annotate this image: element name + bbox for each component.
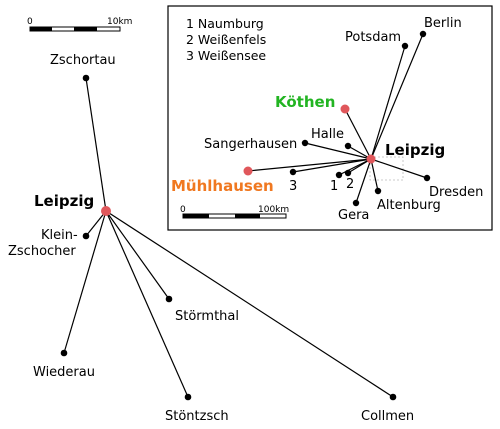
inset-leipzig-label: Leipzig (385, 141, 445, 159)
stoermthal-marker (165, 295, 173, 303)
main-leipzig-marker (101, 206, 111, 216)
potsdam-marker (401, 42, 409, 50)
label-stoermthal: Störmthal (175, 309, 239, 324)
line-zschortau (85, 77, 107, 212)
label-potsdam: Potsdam (345, 30, 401, 45)
inset-line-gera (355, 158, 372, 204)
label-klein-zschocher-2: Zschocher (8, 244, 76, 259)
inset-scale-bar: 0 100km (180, 205, 289, 219)
inset-line-muehlhausen (247, 158, 372, 172)
wiederau-marker (60, 349, 68, 357)
legend-item-1: 1 Naumburg (186, 16, 264, 31)
koethen-marker (340, 104, 350, 114)
label-weissensee-num: 3 (289, 179, 297, 194)
inset-zoom-box (369, 156, 404, 181)
inset-connections (247, 33, 428, 204)
main-map: 0 10km Zschortau Klein- Zschocher Störmt… (8, 17, 414, 424)
label-berlin: Berlin (424, 16, 462, 31)
label-stoentzsch: Stöntzsch (165, 409, 229, 424)
label-sangerhausen: Sangerhausen (204, 137, 297, 152)
inset-line-koethen (344, 108, 372, 160)
label-dresden: Dresden (429, 185, 483, 200)
inset-scale-start: 0 (180, 205, 186, 215)
inset-legend: 1 Naumburg 2 Weißenfels 3 Weißensee (186, 16, 266, 63)
inset-map: 1 Naumburg 2 Weißenfels 3 Weißensee (167, 5, 493, 231)
label-gera: Gera (338, 208, 369, 223)
inset-line-dresden (370, 158, 428, 179)
label-wiederau: Wiederau (33, 365, 95, 380)
line-stoentzsch (105, 210, 189, 398)
inset-line-sangerhausen (304, 142, 372, 160)
main-connections (63, 77, 394, 398)
halle-marker (344, 142, 352, 150)
sangerhausen-marker (301, 139, 309, 147)
berlin-marker (419, 30, 427, 38)
label-naumburg-num: 1 (330, 179, 338, 194)
label-zschortau: Zschortau (50, 53, 116, 68)
label-collmen: Collmen (361, 409, 414, 424)
line-stoermthal (105, 210, 170, 300)
main-scale-end: 10km (107, 17, 132, 27)
main-scale-bar: 0 10km (27, 17, 132, 32)
line-wiederau (63, 210, 107, 354)
altenburg-marker (374, 187, 382, 195)
label-weissenfels-num: 2 (346, 177, 354, 192)
label-halle: Halle (311, 127, 344, 142)
line-collmen (105, 210, 394, 398)
label-altenburg: Altenburg (377, 198, 441, 213)
legend-item-3: 3 Weißensee (186, 48, 266, 63)
naumburg-marker (335, 171, 343, 179)
label-koethen: Köthen (275, 93, 335, 111)
weissensee-marker (289, 168, 297, 176)
weissenfels-marker (344, 169, 352, 177)
line-klein-zschocher (85, 210, 107, 237)
inset-line-altenburg (370, 158, 379, 192)
inset-line-potsdam (370, 45, 406, 160)
label-muehlhausen: Mühlhausen (171, 177, 274, 195)
gera-marker (352, 199, 360, 207)
main-leipzig-label: Leipzig (34, 192, 94, 210)
inset-leipzig-marker (366, 154, 376, 164)
collmen-marker (389, 393, 397, 401)
inset-scale-end: 100km (258, 205, 289, 215)
label-klein-zschocher-1: Klein- (41, 228, 78, 243)
zschortau-marker (82, 74, 90, 82)
main-scale-start: 0 (27, 17, 33, 27)
legend-item-2: 2 Weißenfels (186, 32, 266, 47)
inset-line-berlin (370, 33, 424, 160)
muehlhausen-marker (243, 166, 253, 176)
inset-frame (167, 5, 493, 231)
dresden-marker (423, 174, 431, 182)
stoentzsch-marker (184, 393, 192, 401)
klein-zschocher-marker (82, 232, 90, 240)
inset-line-weissensee (292, 158, 372, 173)
